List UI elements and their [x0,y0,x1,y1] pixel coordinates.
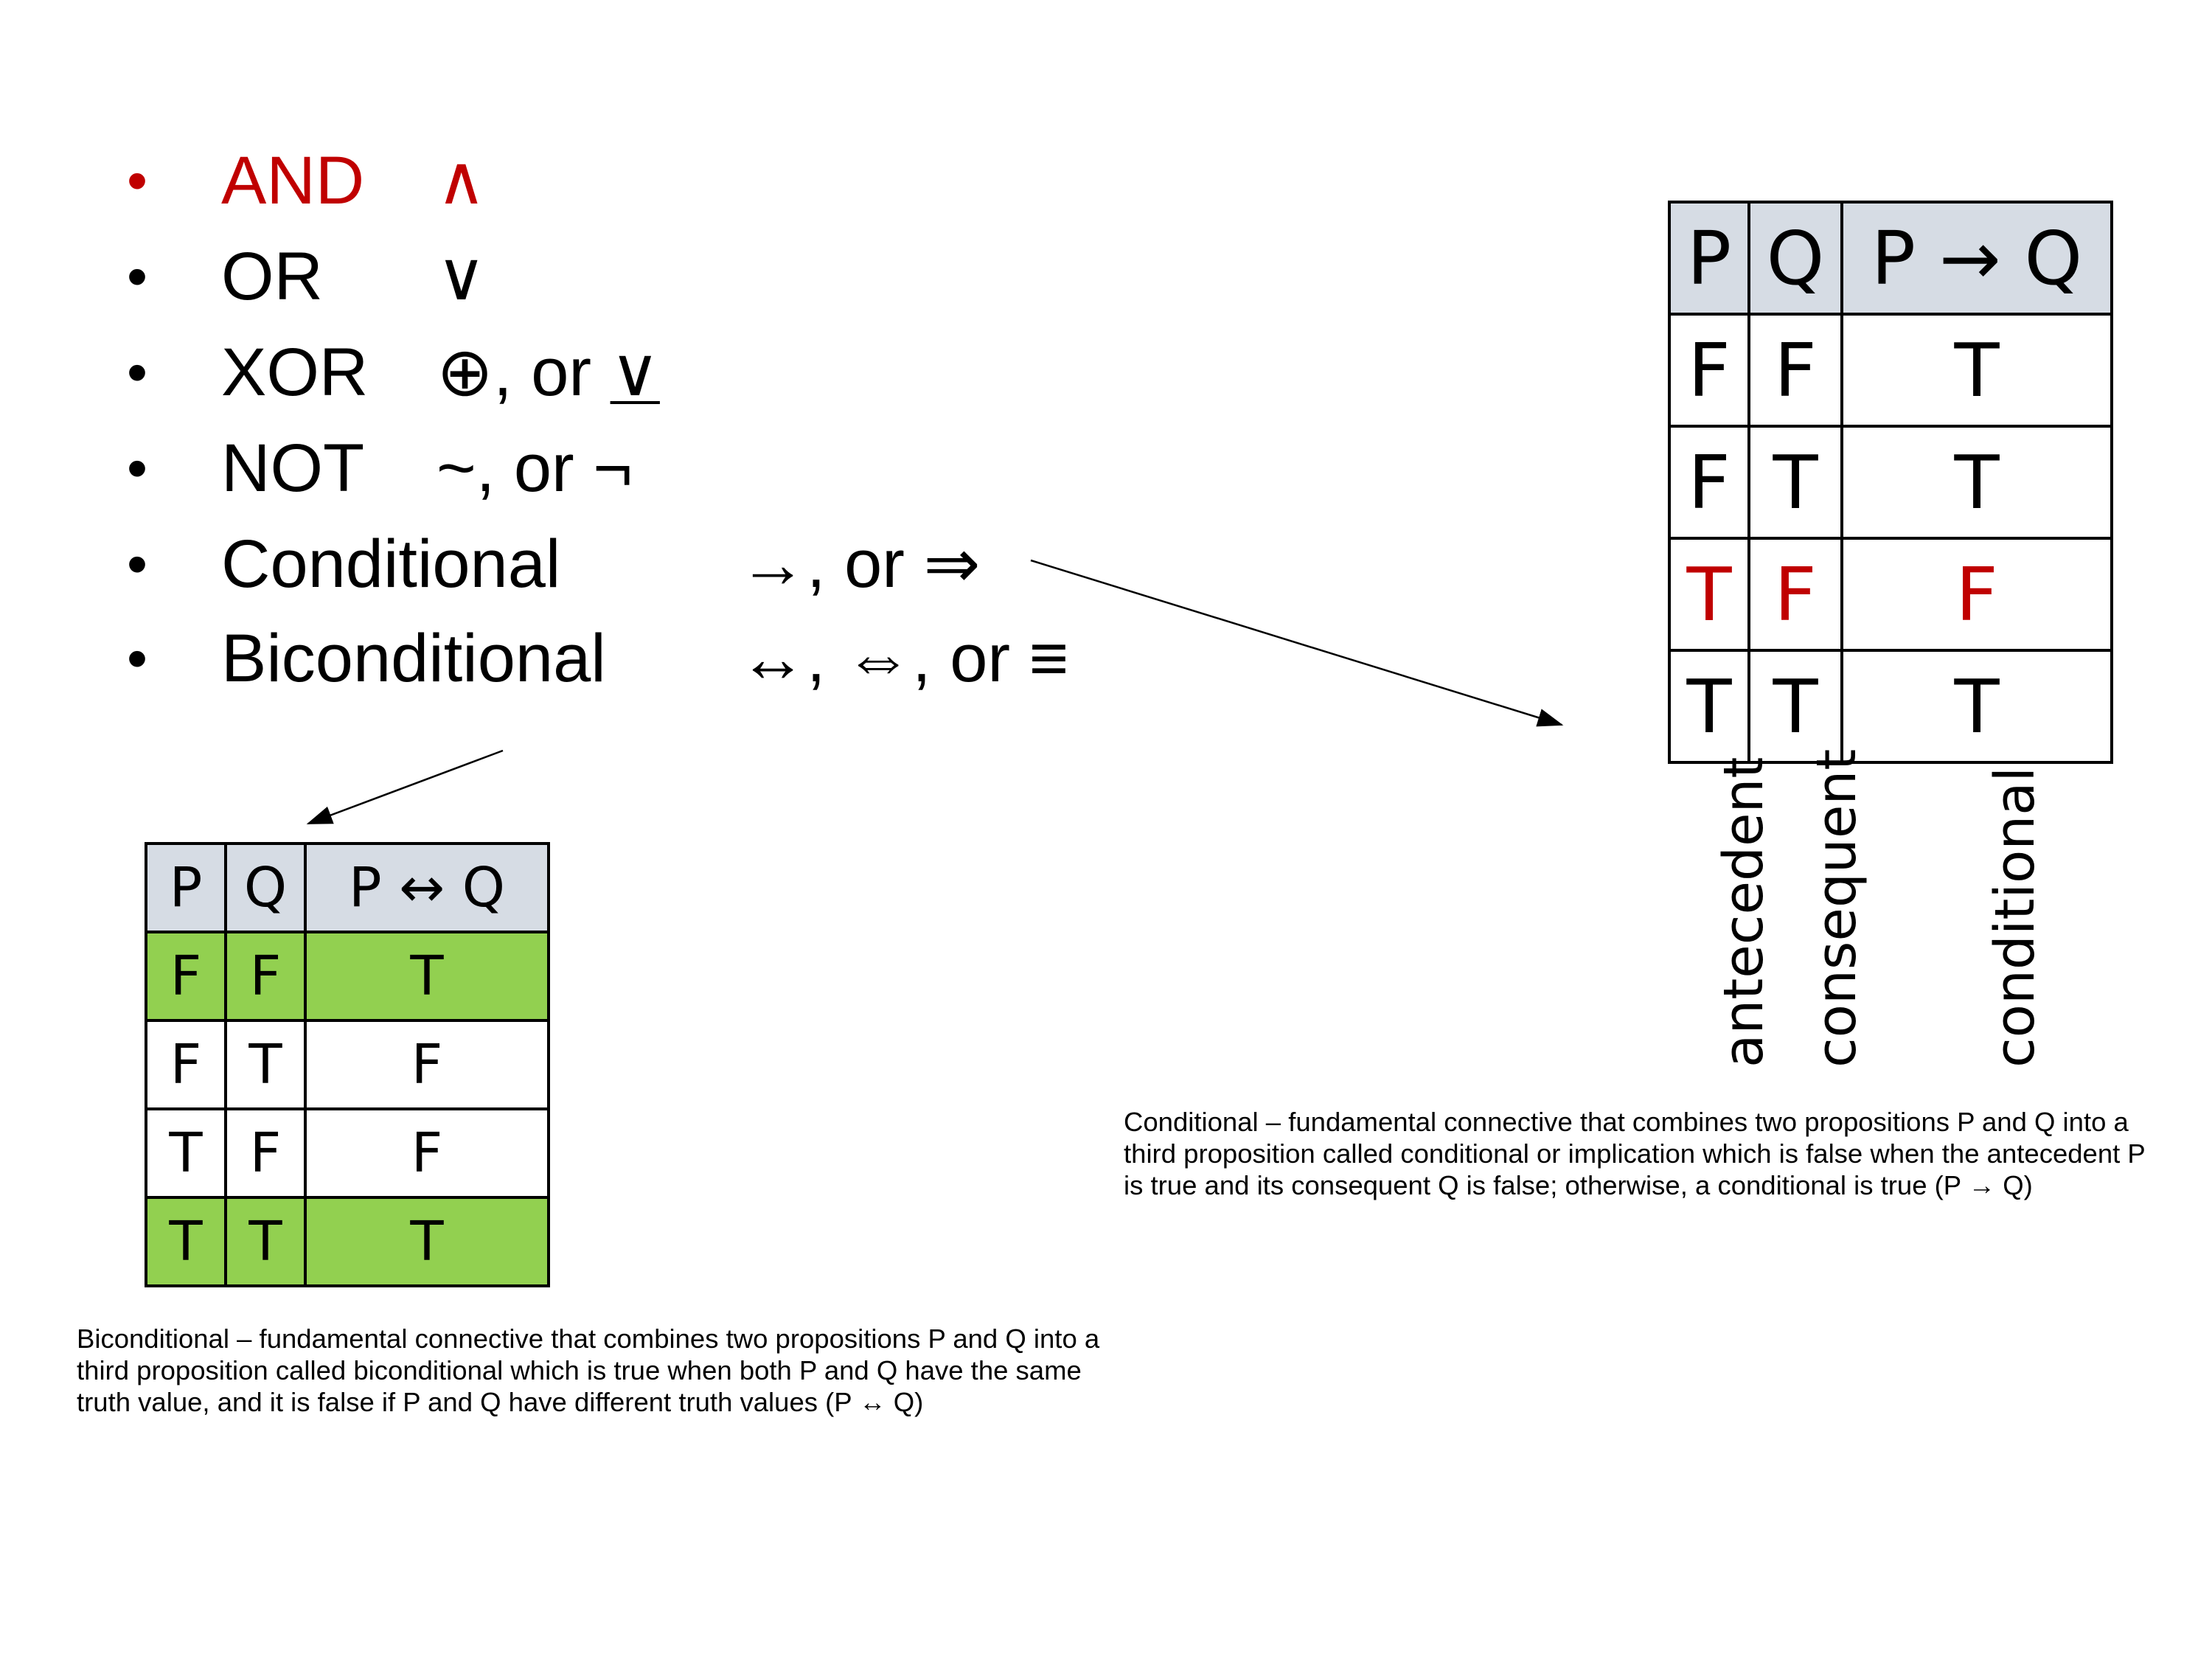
bullet-icon: • [127,531,148,597]
arrow-to-conditional-table [1030,559,1564,727]
table-cell: T [304,1196,550,1287]
table-row: T F F [145,1107,550,1199]
conditional-truth-table: P Q P → Q F F T F T T T F F T T T [1668,201,2113,764]
header-q: Q [1747,201,1843,316]
table-row-highlighted: T T T [145,1196,550,1287]
table-cell: F [304,1107,550,1199]
table-header-row: P Q P → Q [1668,201,2113,316]
table-cell: T [224,1196,307,1287]
table-cell: F [1668,313,1750,428]
table-cell: F [1747,537,1843,652]
table-row-highlighted: T F F [1668,537,2113,652]
table-cell: F [1747,313,1843,428]
table-cell: T [1840,649,2113,764]
underlined-or-symbol: ∨ [610,335,660,410]
biconditional-caption: Biconditional – fundamental connective t… [77,1324,1100,1417]
table-cell: F [224,1107,307,1199]
bullet-icon: • [127,147,148,213]
biconditional-truth-table: P Q P ↔ Q F F T F T F T F F T T T [145,842,550,1287]
header-p-iff-q: P ↔ Q [304,842,550,933]
table-cell: T [145,1107,227,1199]
connective-symbols: ∨ [437,239,487,314]
header-q: Q [224,842,307,933]
connective-name: XOR [221,335,369,410]
label-antecedent: antecedent [1712,757,1775,1068]
table-cell: F [145,931,227,1022]
connective-name: Biconditional [221,621,606,696]
table-cell: F [1840,537,2113,652]
table-cell: F [304,1019,550,1110]
connective-name: NOT [221,431,365,506]
bullet-icon: • [127,625,148,691]
table-cell: T [1668,649,1750,764]
table-cell: F [1668,425,1750,540]
header-p: P [145,842,227,933]
connective-name: Conditional [221,526,561,602]
connective-name: AND [221,143,365,218]
conditional-caption: Conditional – fundamental connective tha… [1124,1107,2146,1200]
table-cell: F [224,931,307,1022]
table-row: T T T [1668,649,2113,764]
table-cell: F [145,1019,227,1110]
table-cell: T [1668,537,1750,652]
connective-name: OR [221,239,323,314]
connective-symbols: ⊕, or ∨ [437,324,660,420]
table-row: F T F [145,1019,550,1110]
header-p: P [1668,201,1750,316]
table-cell: T [1840,313,2113,428]
bullet-icon: • [127,435,148,501]
connective-symbols: ↔, ⇔, or ≡ [739,621,1069,696]
header-p-implies-q: P → Q [1840,201,2113,316]
label-consequent: consequent [1805,748,1868,1068]
bullet-icon: • [127,243,148,309]
table-cell: T [224,1019,307,1110]
table-cell: T [1840,425,2113,540]
bullet-icon: • [127,339,148,405]
table-header-row: P Q P ↔ Q [145,842,550,933]
table-row-highlighted: F F T [145,931,550,1022]
table-cell: T [1747,425,1843,540]
label-conditional: conditional [1983,766,2047,1068]
connective-symbols: ~, or ¬ [437,431,633,506]
symbols-text: ⊕, or [437,335,611,410]
connective-symbols: →, or ⇒ [739,526,981,602]
table-cell: T [304,931,550,1022]
connective-symbols: ∧ [437,143,487,218]
table-cell: T [1747,649,1843,764]
table-row: F T T [1668,425,2113,540]
arrow-to-biconditional-table [306,749,504,825]
table-cell: T [145,1196,227,1287]
table-row: F F T [1668,313,2113,428]
